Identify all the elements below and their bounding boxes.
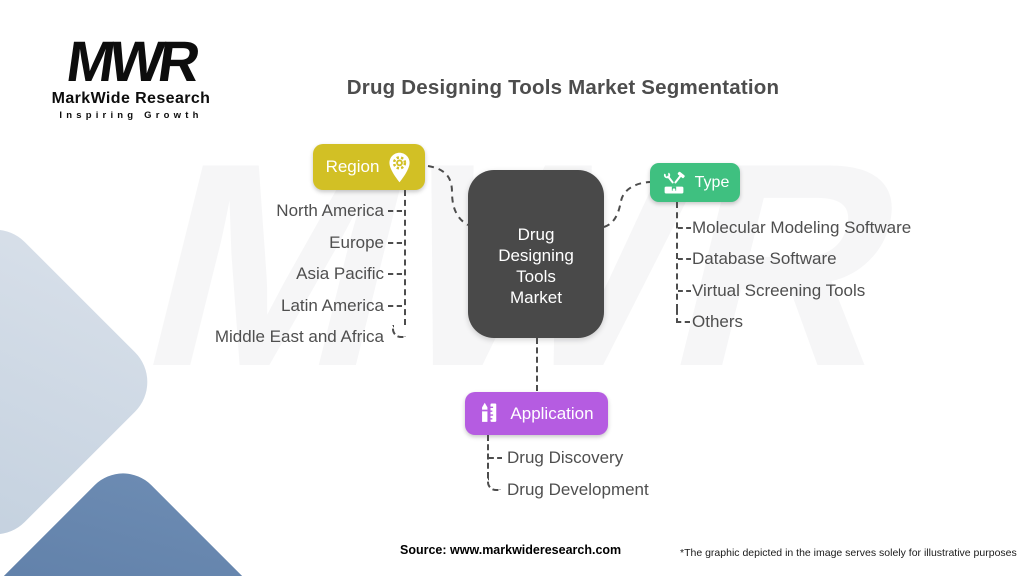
type-item: Others: [692, 312, 744, 331]
type-connector-dash: [678, 258, 691, 260]
type-badge-label: Type: [694, 173, 730, 191]
logo-tagline: Inspiring Growth: [59, 110, 203, 121]
region-connector-dash: [388, 210, 402, 212]
region-connector-dash: [388, 305, 402, 307]
region-connector-dash: [388, 273, 402, 275]
application-connector-stem: [536, 338, 538, 391]
application-item: Drug Discovery: [507, 448, 624, 467]
type-connector-corner: [676, 310, 690, 323]
type-item: Database Software: [692, 249, 837, 268]
segment-badge-region: Region: [313, 144, 425, 190]
region-item: Middle East and Africa: [214, 327, 384, 346]
pencil-ruler-icon: [482, 402, 497, 422]
segment-badge-type: Type: [650, 163, 740, 202]
region-item: Europe: [329, 233, 384, 252]
type-connector-line: [676, 202, 678, 310]
center-node-line: Drug: [517, 225, 555, 244]
application-connector-line: [487, 435, 489, 478]
center-node-line: Market: [510, 288, 562, 307]
region-item: Latin America: [281, 296, 384, 315]
type-item: Molecular Modeling Software: [692, 218, 912, 237]
segment-badge-application: Application: [465, 392, 608, 435]
logo-name: MarkWide Research: [51, 90, 211, 107]
page-title: Drug Designing Tools Market Segmentation: [346, 76, 780, 99]
source-text: Source: www.markwideresearch.com: [400, 543, 622, 557]
application-connector-dash: [489, 457, 502, 459]
application-badge-label: Application: [510, 403, 594, 423]
type-item: Virtual Screening Tools: [692, 281, 866, 300]
disclaimer-text: *The graphic depicted in the image serve…: [680, 547, 1017, 559]
type-connector-dash: [678, 290, 691, 292]
application-item: Drug Development: [507, 480, 649, 499]
type-connector-dash: [678, 227, 691, 229]
center-node-line: Tools: [516, 267, 556, 286]
hammer-wrench-icon: [663, 171, 685, 193]
application-connector-corner: [487, 478, 501, 491]
region-item: North America: [276, 201, 384, 220]
center-node-drug-designing-tools-market: Drug Designing Tools Market: [468, 170, 604, 338]
region-badge-label: Region: [325, 157, 380, 176]
center-node-line: Designing: [498, 246, 574, 265]
region-connector-corner: [392, 325, 406, 338]
markwide-logo: MWR MarkWide Research Inspiring Growth: [36, 30, 226, 121]
map-pin-gear-icon: [389, 152, 411, 182]
region-item: Asia Pacific: [296, 264, 384, 283]
region-connector-dash: [388, 242, 402, 244]
region-connector-line: [404, 190, 406, 325]
